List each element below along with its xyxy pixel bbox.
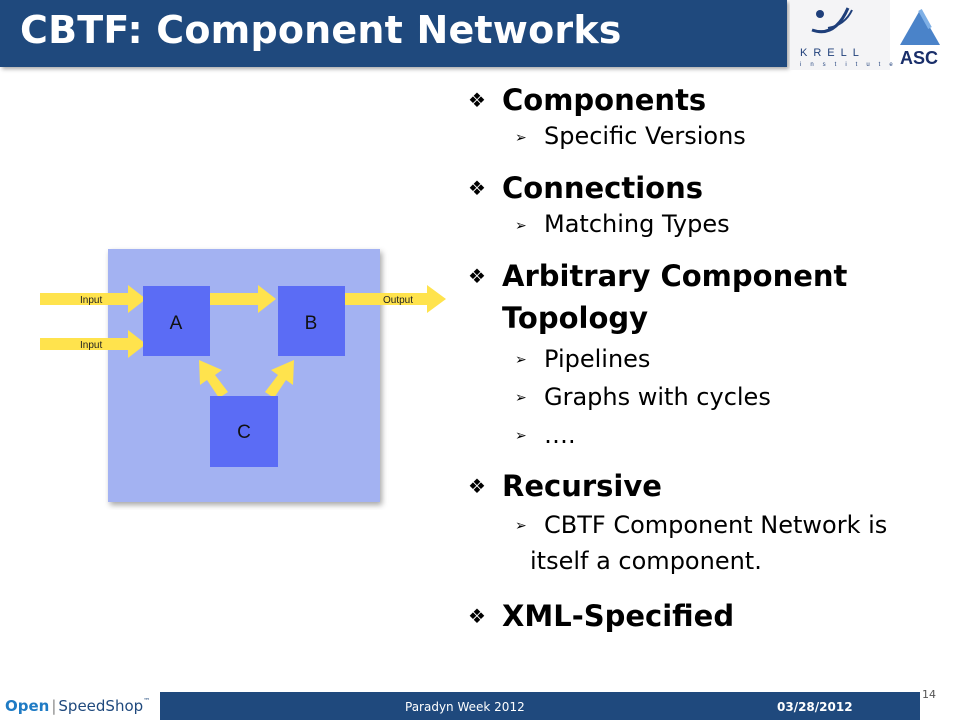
node-a (143, 286, 210, 356)
output-arrow (345, 285, 446, 313)
krell-text: KRELL (800, 47, 865, 59)
slide-number: 14 (922, 688, 936, 701)
bullet-recursive: ❖ Recursive (468, 466, 948, 506)
arrow-bullet-icon: ➢ (515, 130, 527, 146)
logo-sep: | (51, 697, 57, 715)
input-label-1: Input (80, 295, 102, 306)
sub-bullet: ➢ CBTF Component Network is (468, 506, 948, 544)
output-label: Output (383, 295, 413, 306)
openspeedshop-logo: Open|SpeedShop™ (5, 697, 150, 715)
node-b-label: B (305, 313, 318, 334)
sub-bullet-text-line-2: itself a component. (530, 547, 762, 575)
bullet-text: Connections (502, 171, 703, 205)
arrow-c-to-b (265, 360, 294, 398)
footer (0, 689, 960, 720)
node-c (210, 396, 278, 467)
bullet-connections: ❖ Connections (468, 168, 948, 208)
arrow-bullet-icon: ➢ (515, 428, 527, 444)
sub-bullet-text-line-1: CBTF Component Network is (544, 511, 888, 539)
sub-bullet-text: Specific Versions (544, 122, 746, 150)
bullet-text-line-1: Arbitrary Component (502, 259, 848, 293)
node-c-label: C (237, 422, 251, 443)
sub-bullet-text: Pipelines (544, 345, 651, 373)
diamond-bullet-icon: ❖ (468, 176, 486, 200)
krell-sub-text: institute (800, 62, 902, 68)
sub-bullet-text: …. (544, 421, 576, 449)
input-label-2: Input (80, 340, 102, 351)
title-bar: CBTF: Component Networks (0, 0, 787, 67)
sub-bullet: ➢ Specific Versions (468, 120, 948, 153)
bullet-xml: ❖ XML-Specified (468, 596, 948, 636)
bullet-topology: ❖ Arbitrary Component (468, 256, 948, 296)
bullet-topology-cont: Topology (468, 296, 948, 340)
input-arrow-2 (40, 330, 146, 358)
sub-bullet-text: Matching Types (544, 210, 730, 238)
logo-tm: ™ (143, 697, 151, 705)
arrow-bullet-icon: ➢ (515, 218, 527, 234)
sub-bullet-text: Graphs with cycles (544, 383, 771, 411)
arrow-bullet-icon: ➢ (515, 518, 527, 534)
sub-bullet: ➢ Pipelines (468, 340, 948, 378)
diamond-bullet-icon: ❖ (468, 264, 486, 288)
sub-bullet: ➢ Matching Types (468, 208, 948, 241)
bullet-text-line-2: Topology (502, 301, 649, 335)
sub-bullet: ➢ …. (468, 416, 948, 454)
arrow-bullet-icon: ➢ (515, 352, 527, 368)
logo-open: Open (5, 697, 50, 715)
node-b (278, 286, 345, 356)
arrow-a-to-b (210, 285, 276, 313)
header-logos: KRELL institute ASC (790, 0, 960, 70)
logo-speedshop: SpeedShop (58, 697, 144, 715)
bullet-list: ❖ Components ➢ Specific Versions ❖ Conne… (468, 80, 948, 636)
arrow-c-to-a (199, 360, 228, 398)
diamond-bullet-icon: ❖ (468, 88, 486, 112)
bullet-components: ❖ Components (468, 80, 948, 120)
component-network-diagram: A B C Input Input Output (40, 249, 446, 502)
footer-bar (160, 692, 920, 720)
footer-date: 03/28/2012 (777, 700, 853, 714)
diamond-bullet-icon: ❖ (468, 474, 486, 498)
sub-bullet: ➢ Graphs with cycles (468, 378, 948, 416)
diamond-bullet-icon: ❖ (468, 604, 486, 628)
logo-graphics: KRELL institute ASC (790, 0, 940, 70)
arrow-bullet-icon: ➢ (515, 390, 527, 406)
node-a-label: A (170, 313, 183, 334)
bullet-text: Recursive (502, 469, 662, 503)
input-arrow-1 (40, 285, 146, 313)
bullet-text: Components (502, 83, 707, 117)
footer-event: Paradyn Week 2012 (405, 700, 525, 714)
sub-bullet-cont: itself a component. (468, 544, 948, 578)
asc-text: ASC (900, 48, 938, 68)
slide-title: CBTF: Component Networks (20, 8, 622, 52)
bullet-text: XML-Specified (502, 599, 735, 633)
